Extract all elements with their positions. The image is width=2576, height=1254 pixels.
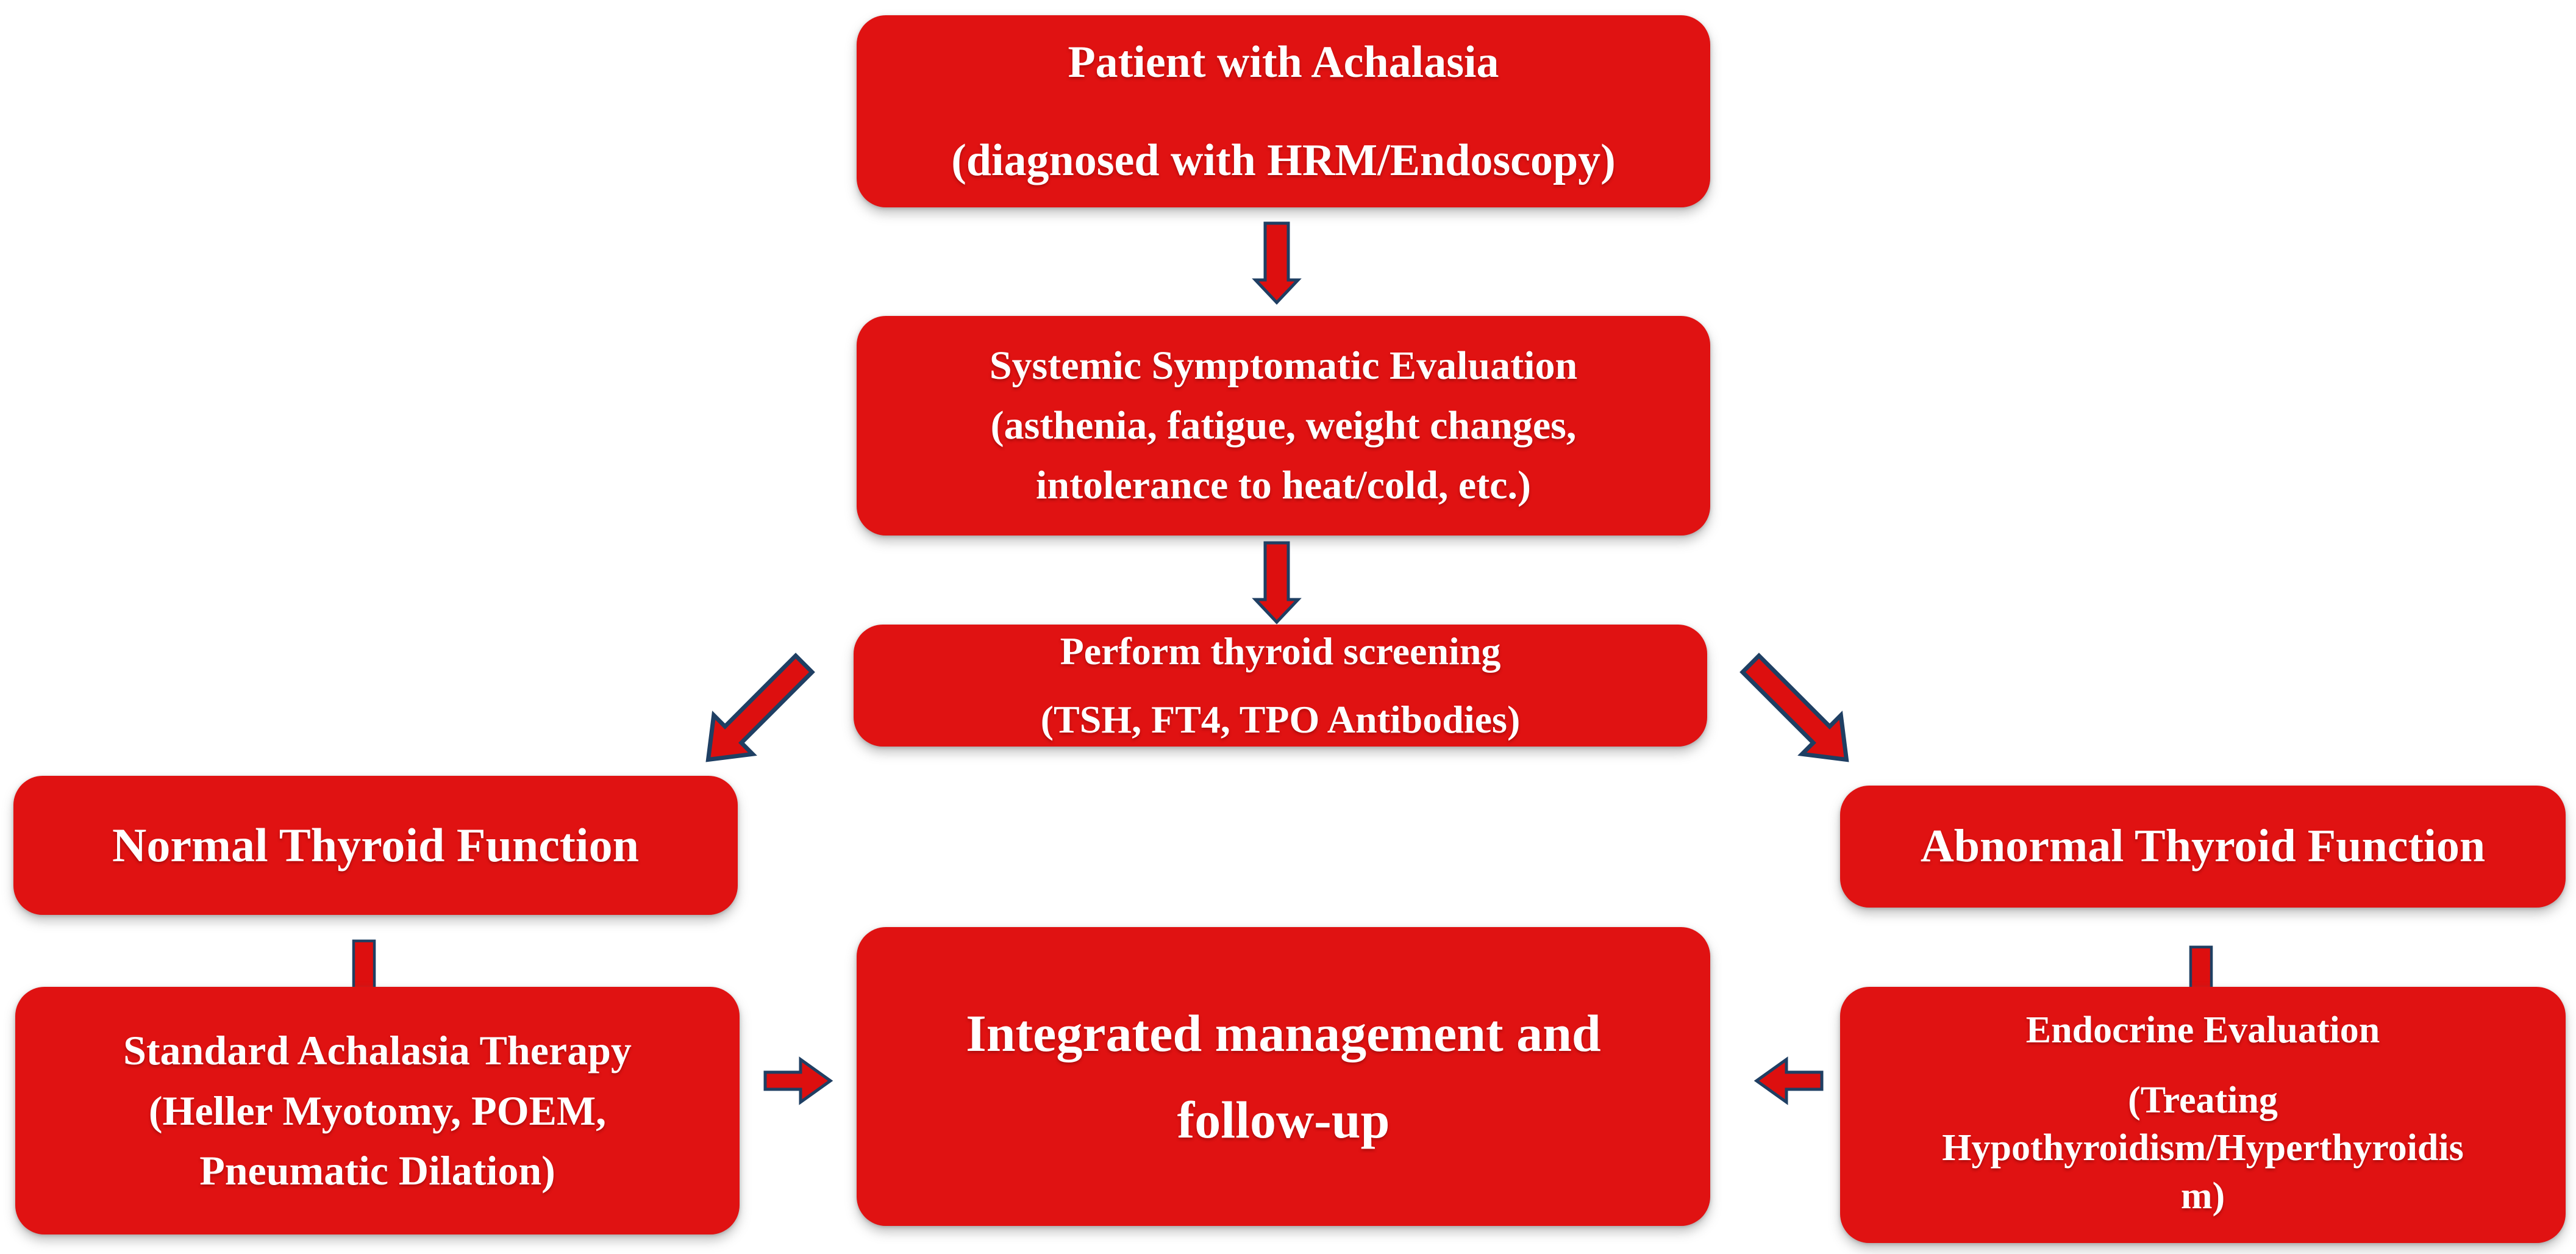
patient-achalasia-box: Patient with Achalasia (diagnosed with H… [857,15,1710,207]
integrated-management-box: Integrated management and follow-up [857,927,1710,1226]
box-text-line: m) [2180,1175,2225,1217]
systemic-evaluation-box: Systemic Symptomatic Evaluation (astheni… [857,316,1710,536]
arrow-right-icon [763,1056,833,1105]
box-text-line: Pneumatic Dilation) [199,1147,555,1194]
thyroid-screening-box: Perform thyroid screening (TSH, FT4, TPO… [854,625,1707,747]
box-text-line: Endocrine Evaluation [2025,1009,2380,1052]
box-text-line: Abnormal Thyroid Function [1920,820,2486,872]
box-text-line: Normal Thyroid Function [112,819,639,872]
arrow-left-icon [1754,1056,1824,1105]
box-text-line: (diagnosed with HRM/Endoscopy) [951,135,1616,185]
box-text-line: Integrated management and [966,1003,1601,1062]
box-text-paragraph: (Treating Hypothyroidism/Hyperthyroidis … [1942,1077,2464,1220]
arrow-down-icon [1252,540,1302,625]
endocrine-evaluation-box: Endocrine Evaluation (Treating Hypothyro… [1840,987,2566,1243]
standard-therapy-box: Standard Achalasia Therapy (Heller Myoto… [15,987,740,1234]
box-text-line: Standard Achalasia Therapy [123,1027,632,1074]
box-text-line: Systemic Symptomatic Evaluation [989,343,1578,389]
box-text-line: (TSH, FT4, TPO Antibodies) [1040,698,1521,741]
box-text-line: follow-up [1177,1091,1390,1149]
box-text-line: (Heller Myotomy, POEM, [148,1087,607,1134]
box-text-line: (Treating [2128,1079,2278,1121]
box-text-line: Perform thyroid screening [1060,629,1501,673]
arrow-down-icon [1252,221,1302,305]
box-text-line: Hypothyroidism/Hyperthyroidis [1942,1127,2464,1169]
arrow-down-left-icon [685,640,827,783]
box-text-line: (asthenia, fatigue, weight changes, [990,403,1577,448]
normal-thyroid-box: Normal Thyroid Function [13,776,738,915]
abnormal-thyroid-box: Abnormal Thyroid Function [1840,786,2566,908]
box-text-line: Patient with Achalasia [1068,37,1499,87]
arrow-down-right-icon [1727,640,1869,783]
box-text-line: intolerance to heat/cold, etc.) [1036,462,1531,507]
